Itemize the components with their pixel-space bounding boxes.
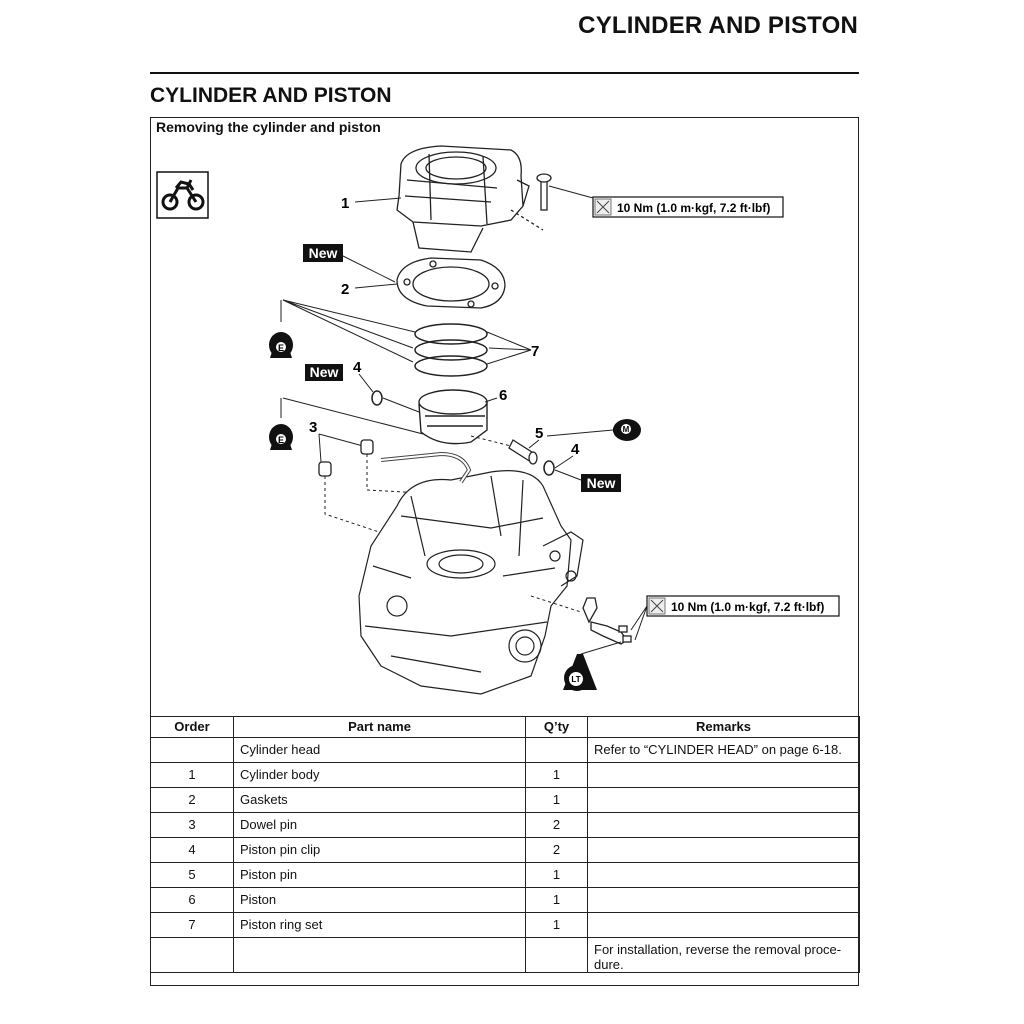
cell-part-name: Piston ring set <box>233 912 526 938</box>
cell-qty: 1 <box>525 887 588 913</box>
cell-order: 5 <box>150 862 234 888</box>
header-order: Order <box>150 716 234 738</box>
cell-part-name: Gaskets <box>233 787 526 813</box>
cell-remarks <box>587 812 860 838</box>
table-row: 6 Piston 1 <box>150 887 860 913</box>
callout-4a: 4 <box>353 359 362 376</box>
new-badge-gasket: New <box>303 244 343 262</box>
content-frame <box>150 117 859 986</box>
table-row: 1 Cylinder body 1 <box>150 762 860 788</box>
table-header-row: Order Part name Q’ty Remarks <box>150 716 860 738</box>
page-header-title: CYLINDER AND PISTON <box>578 12 858 39</box>
cell-qty: 1 <box>525 762 588 788</box>
table-row: 4 Piston pin clip 2 <box>150 837 860 863</box>
piston-pin-drawing <box>508 439 538 465</box>
table-row: For installation, reverse the removal pr… <box>150 937 860 973</box>
cylinder-bolt-drawing <box>510 173 552 231</box>
cell-order <box>150 737 234 763</box>
cell-remarks <box>587 762 860 788</box>
svg-text:New: New <box>310 364 339 380</box>
cell-remarks: For installation, reverse the removal pr… <box>587 937 860 973</box>
cell-part-name: Piston <box>233 887 526 913</box>
callout-6: 6 <box>499 387 507 404</box>
cell-part-name: Cylinder head <box>233 737 526 763</box>
callout-4b: 4 <box>571 441 580 458</box>
torque-spec-1: 10 Nm (1.0 m·kgf, 7.2 ft·lbf) <box>592 196 784 218</box>
cell-remarks: Refer to “CYLINDER HEAD” on page 6-18. <box>587 737 860 763</box>
cell-order: 6 <box>150 887 234 913</box>
svg-text:E: E <box>278 435 284 445</box>
svg-text:New: New <box>309 245 338 261</box>
callout-2: 2 <box>341 281 349 298</box>
oil-bolt-drawing <box>582 597 632 645</box>
cell-qty: 2 <box>525 837 588 863</box>
crankcase-drawing <box>358 451 584 695</box>
cell-order: 3 <box>150 812 234 838</box>
cell-part-name: Dowel pin <box>233 812 526 838</box>
locking-agent-icon: LT <box>563 654 597 691</box>
header-part-name: Part name <box>233 716 526 738</box>
cell-qty <box>525 737 588 763</box>
header-remarks: Remarks <box>587 716 860 738</box>
cell-order: 1 <box>150 762 234 788</box>
cell-remarks <box>587 912 860 938</box>
callout-5: 5 <box>535 425 543 442</box>
svg-text:10 Nm (1.0 m·kgf, 7.2 ft·lbf): 10 Nm (1.0 m·kgf, 7.2 ft·lbf) <box>671 600 824 614</box>
section-title: CYLINDER AND PISTON <box>150 84 392 107</box>
cell-order: 4 <box>150 837 234 863</box>
new-badge-clip-2: New <box>581 474 621 492</box>
exploded-view-diagram: 1 10 Nm (1.0 m·kgf, 7.2 ft·lbf) New 2 E <box>156 145 840 695</box>
table-row: 2 Gaskets 1 <box>150 787 860 813</box>
callout-7: 7 <box>531 343 539 360</box>
svg-text:New: New <box>587 475 616 491</box>
callout-1: 1 <box>341 195 349 212</box>
piston-pin-clip-right <box>543 460 555 476</box>
gasket-drawing <box>396 257 506 309</box>
cylinder-body-drawing <box>396 145 530 253</box>
cell-qty: 1 <box>525 862 588 888</box>
cell-qty <box>525 937 588 973</box>
cell-qty: 1 <box>525 787 588 813</box>
table-row: 3 Dowel pin 2 <box>150 812 860 838</box>
svg-text:LT: LT <box>571 675 580 684</box>
piston-drawing <box>418 389 488 445</box>
subsection-title: Removing the cylinder and piston <box>156 119 381 135</box>
cell-order: 7 <box>150 912 234 938</box>
moly-oil-icon: M <box>613 419 641 441</box>
callout-3: 3 <box>309 419 317 436</box>
oil-can-icon-2: E <box>269 424 293 450</box>
cell-order: 2 <box>150 787 234 813</box>
new-badge-clip: New <box>305 364 343 381</box>
piston-rings-drawing <box>414 323 488 377</box>
svg-text:M: M <box>623 425 630 434</box>
svg-text:10 Nm (1.0 m·kgf, 7.2 ft·lbf): 10 Nm (1.0 m·kgf, 7.2 ft·lbf) <box>617 201 770 215</box>
piston-pin-clip-left <box>371 390 383 406</box>
cell-remarks <box>587 887 860 913</box>
oil-can-icon: E <box>269 332 293 358</box>
dowel-pins-drawing <box>318 439 374 477</box>
table-row: 5 Piston pin 1 <box>150 862 860 888</box>
table-row: 7 Piston ring set 1 <box>150 912 860 938</box>
header-rule <box>150 72 859 74</box>
torque-spec-2: 10 Nm (1.0 m·kgf, 7.2 ft·lbf) <box>646 595 840 617</box>
cell-part-name: Piston pin <box>233 862 526 888</box>
cell-remarks <box>587 862 860 888</box>
cell-remarks <box>587 787 860 813</box>
cell-qty: 2 <box>525 812 588 838</box>
cell-part-name: Piston pin clip <box>233 837 526 863</box>
torque-wrench-icon <box>596 200 610 214</box>
cell-part-name <box>233 937 526 973</box>
parts-table: Order Part name Q’ty Remarks Cylinder he… <box>150 716 860 973</box>
cell-remarks <box>587 837 860 863</box>
svg-text:E: E <box>278 343 284 353</box>
cell-qty: 1 <box>525 912 588 938</box>
cell-order <box>150 937 234 973</box>
table-row: Cylinder head Refer to “CYLINDER HEAD” o… <box>150 737 860 763</box>
cell-part-name: Cylinder body <box>233 762 526 788</box>
motorcycle-icon <box>156 171 209 219</box>
header-qty: Q’ty <box>525 716 588 738</box>
